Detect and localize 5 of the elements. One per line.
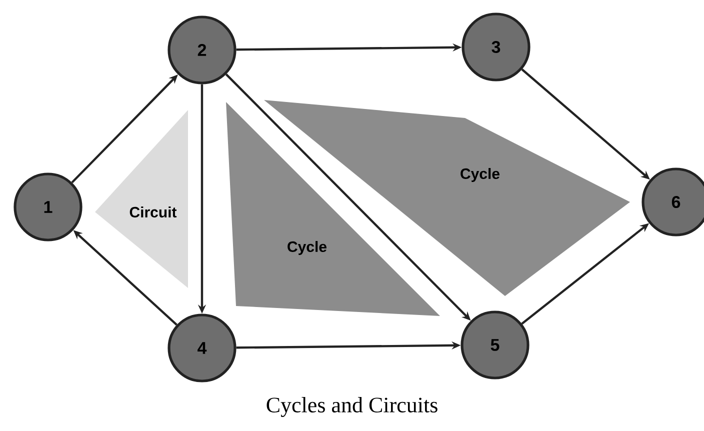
node-label: Cycle	[460, 168, 500, 182]
caption: Cycles and Circuits	[266, 397, 438, 417]
node-label: Cycle	[288, 241, 326, 255]
cycle-region: Cycle	[226, 102, 440, 316]
circuit-region: Circuit	[95, 110, 188, 288]
